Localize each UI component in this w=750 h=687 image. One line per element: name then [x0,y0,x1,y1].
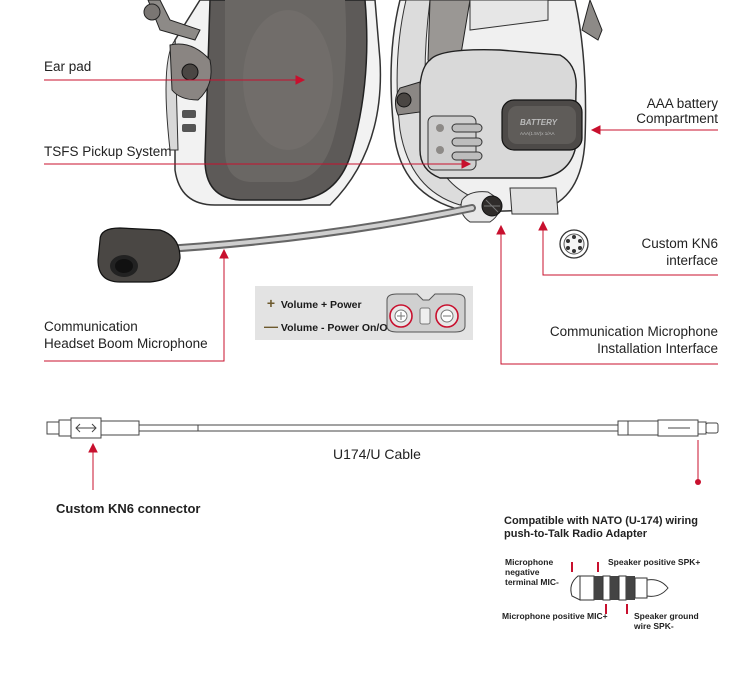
nato-plug-icon [570,575,669,601]
label-battery-line1: AAA battery [646,96,718,111]
speaker-ground-line2: wire SPK- [634,621,674,631]
speaker-ground-line1: Speaker ground [634,611,699,621]
minus-symbol: — [264,318,278,334]
adapter-title-line1: Compatible with NATO (U-174) wiring [504,515,698,527]
mic-neg-line2: negative [505,567,540,577]
u174-cable [46,417,719,439]
label-tsfs: TSFS Pickup System [44,144,172,159]
label-mic-install-line2: Installation Interface [597,341,718,356]
left-earcup [143,0,382,206]
adapter-callouts [571,562,628,614]
mic-positive-label: Microphone positive MIC+ [502,611,608,621]
volume-buttons-illustration [386,293,466,333]
label-kn6-line2: interface [666,253,718,268]
boom-microphone [97,204,476,283]
battery-sub-engraving: AAA(1.5V)x 1/AA [520,131,555,136]
label-kn6-line1: Custom KN6 [641,236,718,251]
label-battery-line2: Compartment [636,111,718,126]
kn6-socket-icon [559,229,589,259]
speaker-positive-label: Speaker positive SPK+ [608,557,701,567]
volume-control-panel: + Volume + Power — Volume - Power On/Off [255,286,473,340]
mic-neg-line1: Microphone [505,557,554,567]
adapter-title-line2: push-to-Talk Radio Adapter [504,528,647,540]
label-mic-install-line1: Communication Microphone [549,324,718,339]
volume-plus-text: Volume + Power [280,299,362,311]
battery-engraving: BATTERY [520,118,558,127]
label-boom-line2: Headset Boom Microphone [44,336,208,351]
label-ear-pad: Ear pad [44,59,92,74]
plus-symbol: + [266,295,276,311]
volume-minus-text: Volume - Power On/Off [280,322,395,334]
cable-name: U174/U Cable [333,446,421,462]
volume-minus-row: — Volume - Power On/Off [264,318,394,334]
right-earcup: BATTERY AAA(1.5V)x 1/AA [390,0,603,223]
kn6-connector-label: Custom KN6 connector [56,501,201,516]
label-boom-line1: Communication [44,319,138,334]
callout-lines [44,75,718,490]
volume-plus-row: + Volume + Power [264,295,362,311]
battery-compartment: BATTERY AAA(1.5V)x 1/AA [501,99,583,151]
mic-neg-line3: terminal MIC- [505,577,559,587]
